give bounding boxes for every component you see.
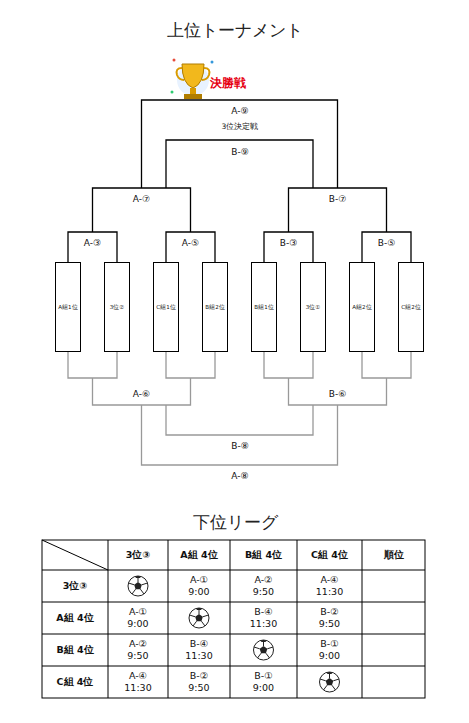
table-cell: C組 4位 [57,677,94,687]
table-cell: 9:00 [127,619,148,629]
bracket-line [93,100,387,232]
table-cell: 9:50 [253,587,274,597]
team-box: B組1位 [251,262,277,352]
table-rule [42,540,425,698]
table-cell: 9:00 [188,587,209,597]
table-cell: B-④ [254,607,272,617]
bracket-connector [362,352,411,378]
match-number: B-⑨ [231,148,249,158]
table-cell: 11:30 [124,683,151,693]
trophy-cup [182,64,204,88]
table-cell: 11:30 [316,587,343,597]
table-cell: 9:50 [127,651,148,661]
diagram-title: 上位トーナメント [167,21,303,40]
trophy-base [184,94,202,99]
table-cell: B-② [190,671,208,681]
table-cell: 11:30 [250,619,277,629]
table-cell: A組 4位 [180,550,217,560]
match-number: B-⑧ [231,442,249,452]
match-number: B-⑦ [329,195,347,205]
match-number: A-⑧ [231,472,248,482]
table-cell: 11:30 [185,651,212,661]
match-number: B-⑤ [378,239,396,249]
soccer-ball [254,640,274,660]
match-number: A-⑦ [133,195,150,205]
team-name: 3位② [110,304,124,311]
team-box: A組2位 [349,262,375,352]
team-box: B組2位 [202,262,228,352]
match-number: A-⑥ [133,390,150,400]
table-cell: A-① [190,575,208,585]
confetti [173,59,176,62]
trophy-glow [177,64,209,96]
match-number: A-⑨ [231,107,248,117]
bracket-connector [68,232,117,262]
bracket-line-gray [93,378,387,465]
table-cell: A-① [129,607,147,617]
team-box: C組2位 [398,262,424,352]
trophy-icon [171,59,214,100]
team-box: 3位① [300,262,326,352]
table-cell: 9:00 [319,651,340,661]
match-name: 3位決定戦 [222,123,259,131]
table-cell: B組 4位 [56,645,93,655]
confetti [211,61,214,64]
bracket-connector [166,352,215,378]
table-cell: B-① [320,639,338,649]
trophy-stem [190,88,196,94]
section-title: 下位リーグ [193,513,278,532]
team-name: C組1位 [156,304,175,311]
table-cell: 3位③ [63,581,88,591]
table-cell: 3位③ [126,550,151,560]
table-cell: A-② [129,639,147,649]
table-cell: 順位 [384,550,404,560]
team-box: 3位② [104,262,130,352]
table-cell: 9:00 [253,683,274,693]
table-border [42,540,425,698]
soccer-ball [128,576,148,596]
table-cell: 9:50 [188,683,209,693]
match-number: B-③ [280,239,298,249]
match-number: B-⑥ [329,390,347,400]
team-box: A組1位 [55,262,81,352]
table-cell: B-④ [190,639,208,649]
soccer-ball [320,672,340,692]
soccer-ball [189,608,209,628]
match-number: A-⑤ [182,239,199,249]
table-diagonal [42,540,108,570]
team-name: B組2位 [205,304,224,311]
bracket-connector [362,232,411,262]
team-name: A組2位 [352,304,371,311]
team-name: 3位① [306,304,320,311]
team-box: C組1位 [153,262,179,352]
table-cell: 9:50 [319,619,340,629]
table-grid [42,540,425,698]
confetti [171,91,174,94]
bracket-connector [264,352,313,378]
bracket-connector [68,352,117,378]
bracket-connector [264,232,313,262]
table-cell: A-④ [129,671,147,681]
bracket-connector [166,232,215,262]
table-cell: B-② [320,607,338,617]
team-name: A組1位 [58,304,77,311]
team-name: B組1位 [254,304,273,311]
match-number: A-③ [84,239,101,249]
table-cell: A組 4位 [56,613,93,623]
table-cell: A-② [254,575,272,585]
team-name: C組2位 [401,304,420,311]
final-title: 決勝戦 [210,77,246,90]
table-cell: A-④ [320,575,338,585]
table-cell: B-① [254,671,272,681]
table-cell: B組 4位 [245,550,282,560]
trophy-handles [177,68,210,80]
table-cell: C組 4位 [311,550,348,560]
